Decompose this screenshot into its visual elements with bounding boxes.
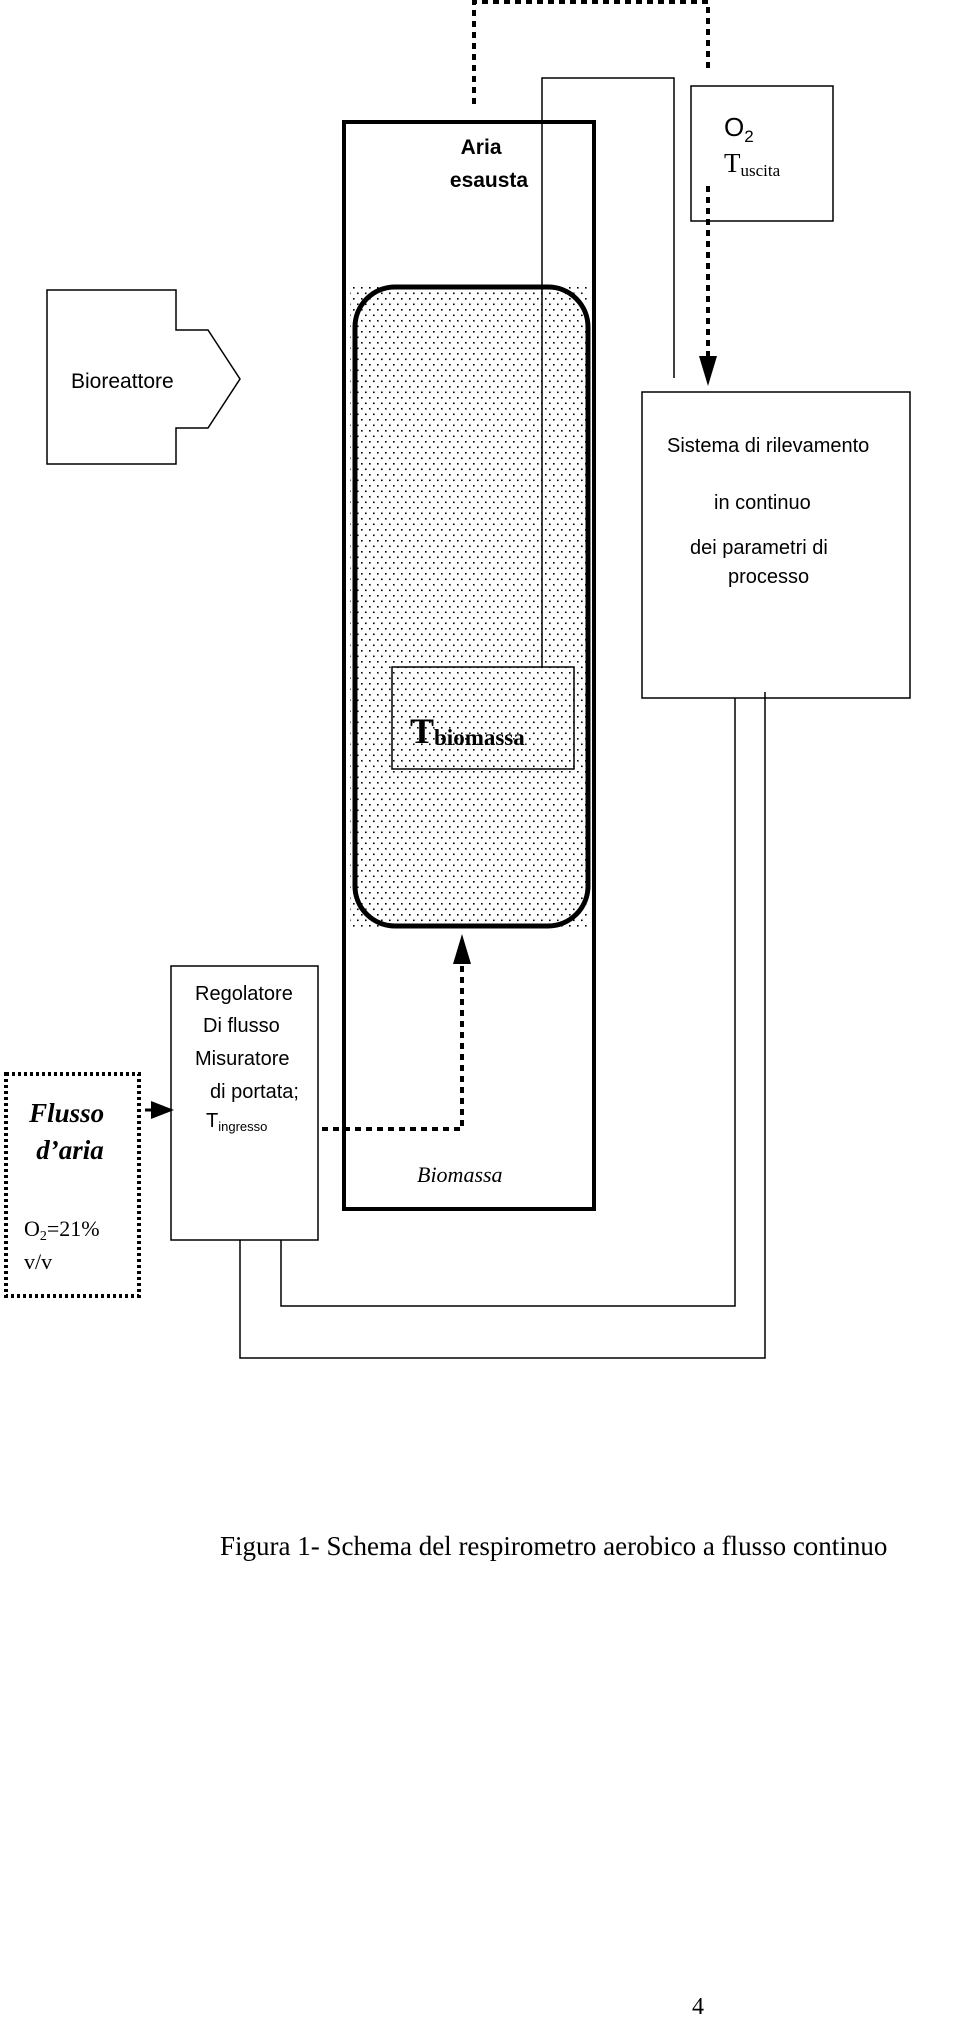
- svg-text:O2=21%: O2=21%: [24, 1216, 100, 1244]
- biomass-bed: [352, 284, 591, 929]
- outlet-sensor-box: O2 Tuscita: [690, 85, 834, 222]
- biomass-temp-subscript: biomassa: [434, 725, 525, 750]
- page-number: 4: [692, 1994, 704, 2020]
- outlet-temp-subscript: uscita: [741, 161, 781, 180]
- biomass-temp-sensor: Tbiomassa: [391, 666, 575, 770]
- biomass-temp-symbol: T: [410, 711, 434, 751]
- svg-text:Aria esausta: Aria esausta: [450, 136, 529, 192]
- air-inlet-box: [4, 1072, 141, 1298]
- o2-sampling-line: [472, 0, 710, 104]
- air-inlet-o2-symbol: O: [24, 1216, 40, 1241]
- svg-text:Sistema di rilevamento in: Sistema di rilevamento in continuo dei p…: [667, 435, 875, 588]
- flow-regulator-line1: Regolatore: [195, 983, 293, 1005]
- air-inlet-label-line1: Flusso: [28, 1098, 104, 1128]
- svg-text:O2: O2: [724, 112, 754, 146]
- exhaust-air-label-line1: Aria: [461, 136, 502, 159]
- bioreactor-label-shape: [46, 289, 241, 465]
- air-feed-dashed-line: [322, 963, 464, 1131]
- acquisition-system-line2: in continuo: [714, 492, 811, 514]
- inlet-temp-symbol: T: [206, 1110, 218, 1132]
- outlet-o2-subscript: 2: [744, 127, 753, 146]
- o2-signal-arrowhead: [699, 356, 717, 386]
- biomass-temp-wire: [541, 77, 675, 667]
- air-inlet-o2-subscript: 2: [40, 1229, 47, 1244]
- flow-rate-wire: [239, 692, 766, 1359]
- svg-text:Flusso d’aria: Flusso d’aria: [28, 1098, 111, 1165]
- figure-caption: Figura 1- Schema del respirometro aerobi…: [220, 1531, 887, 1561]
- flow-regulator-line3: Misuratore: [195, 1048, 289, 1070]
- acquisition-system-box: [641, 391, 911, 699]
- outlet-o2-symbol: O: [724, 112, 744, 142]
- air-inlet-label-line2: d’aria: [36, 1135, 104, 1165]
- svg-text:Tingresso: Tingresso: [206, 1110, 267, 1134]
- flow-regulator-line4: di portata;: [210, 1081, 299, 1103]
- outlet-temp-symbol: T: [724, 148, 741, 178]
- air-inlet-unit: v/v: [24, 1249, 52, 1274]
- air-inlet-o2-value: =21%: [47, 1216, 100, 1241]
- svg-text:Regolatore Di flusso M: Regolatore Di flusso Misuratore di porta…: [195, 983, 299, 1103]
- biomass-label: Biomassa: [417, 1162, 503, 1187]
- svg-text:Tbiomassa: Tbiomassa: [410, 711, 525, 751]
- flow-regulator-line2: Di flusso: [203, 1015, 280, 1037]
- acquisition-system-line3: dei parametri di: [690, 537, 828, 559]
- acquisition-system-line1: Sistema di rilevamento: [667, 435, 869, 457]
- svg-text:Tuscita: Tuscita: [724, 148, 781, 180]
- air-inlet-arrowhead: [151, 1101, 174, 1119]
- bioreactor-label: Bioreattore: [71, 370, 174, 393]
- flow-regulator-box: [170, 965, 319, 1241]
- exhaust-air-label-line2: esausta: [450, 169, 529, 192]
- biomass-bed-pattern: [350, 284, 588, 928]
- acquisition-system-line4: processo: [728, 566, 809, 588]
- inlet-temp-subscript: ingresso: [218, 1119, 267, 1134]
- air-feed-arrowhead: [453, 934, 471, 964]
